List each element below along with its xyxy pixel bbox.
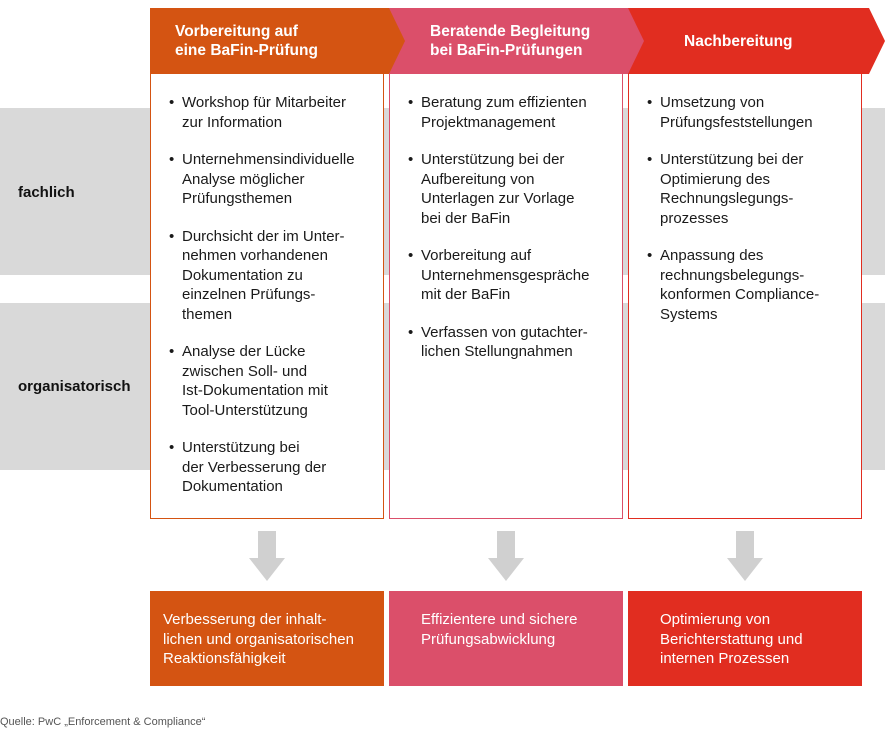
list-item-text: Workshop für Mitarbeiter zur Information (182, 94, 346, 131)
list-item-text: Vorbereitung auf Unternehmensgespräche m… (421, 247, 590, 303)
bullet-icon: • (169, 94, 175, 111)
result-text: Effizientere und sichere Prüfungsabwickl… (421, 611, 578, 648)
bullet-icon: • (169, 227, 175, 245)
list-item-text: Analyse der Lücke zwischen Soll- und Ist… (182, 343, 328, 419)
item-list: • Beratung zum effizienten Projektmanagem… (408, 93, 614, 380)
bullet-icon: • (169, 151, 175, 168)
arrow-down-icon (488, 531, 524, 581)
list-item: • Unterstützung bei der Verbesserung der … (169, 438, 375, 497)
bullet-icon: • (647, 94, 653, 111)
phase-title: Beratende Begleitung bei BaFin-Prüfungen (430, 23, 591, 59)
list-item-text: Unterstützung bei der Verbesserung der D… (182, 439, 327, 495)
bullet-icon: • (408, 323, 414, 341)
result-text: Verbesserung der inhalt- lichen und orga… (163, 611, 354, 667)
list-item: • Anpassung des rechnungsbelegungs- konfo… (647, 246, 853, 324)
list-item: • Beratung zum effizienten Projektmanagem… (408, 93, 614, 132)
chevron-shape (628, 8, 885, 74)
bullet-icon: • (169, 439, 175, 456)
list-item: • Verfassen von gutachter- lichen Stellun… (408, 323, 614, 362)
list-item-text: Anpassung des rechnungsbelegungs- konfor… (660, 247, 820, 323)
item-list: • Workshop für Mitarbeiter zur Informatio… (169, 93, 375, 515)
phase-header-nachbereitung: Nachbereitung (628, 8, 885, 74)
phase-card-begleitung: • Beratung zum effizienten Projektmanagem… (389, 73, 623, 519)
result-box-nachbereitung: Optimierung von Berichterstattung und in… (628, 591, 862, 686)
arrow-down-icon (727, 531, 763, 581)
list-item-text: Umsetzung von Prüfungsfeststellungen (660, 94, 813, 131)
list-item: • Vorbereitung auf Unternehmensgespräche … (408, 246, 614, 305)
bullet-icon: • (647, 151, 653, 168)
phase-header-begleitung: Beratende Begleitung bei BaFin-Prüfungen (389, 8, 647, 74)
source-note: Quelle: PwC „Enforcement & Compliance“ (0, 716, 206, 728)
list-item: • Umsetzung von Prüfungsfeststellungen (647, 93, 853, 132)
phase-header-vorbereitung: Vorbereitung auf eine BaFin-Prüfung (150, 8, 408, 74)
bullet-icon: • (647, 247, 653, 264)
bullet-icon: • (408, 94, 414, 111)
phase-card-vorbereitung: • Workshop für Mitarbeiter zur Informatio… (150, 73, 384, 519)
bullet-icon: • (408, 151, 414, 168)
bullet-icon: • (408, 247, 414, 264)
list-item: • Workshop für Mitarbeiter zur Informatio… (169, 93, 375, 132)
list-item-text: Unternehmensindividuelle Analyse möglich… (182, 151, 355, 207)
chevron-shape (389, 8, 647, 74)
list-item: • Unternehmensindividuelle Analyse möglic… (169, 150, 375, 209)
row-label-fachlich: fachlich (18, 184, 75, 201)
row-label-organisatorisch: organisatorisch (18, 378, 131, 395)
phase-title: Vorbereitung auf eine BaFin-Prüfung (175, 23, 318, 59)
chevron-shape (150, 8, 408, 74)
list-item: • Analyse der Lücke zwischen Soll- und Is… (169, 342, 375, 420)
result-box-vorbereitung: Verbesserung der inhalt- lichen und orga… (150, 591, 384, 686)
result-text: Optimierung von Berichterstattung und in… (660, 611, 803, 667)
list-item: • Durchsicht der im Unter- nehmen vorhand… (169, 227, 375, 325)
arrow-down-icon (249, 531, 285, 581)
list-item-text: Unterstützung bei der Optimierung des Re… (660, 151, 804, 227)
result-box-begleitung: Effizientere und sichere Prüfungsabwickl… (389, 591, 623, 686)
list-item-text: Beratung zum effizienten Projektmanageme… (421, 94, 587, 131)
list-item-text: Verfassen von gutachter- lichen Stellung… (421, 323, 588, 361)
list-item-text: Unterstützung bei der Aufbereitung von U… (421, 151, 575, 227)
list-item-text: Durchsicht der im Unter- nehmen vorhande… (182, 227, 345, 323)
bullet-icon: • (169, 343, 175, 360)
item-list: • Umsetzung von Prüfungsfeststellungen • U… (647, 93, 853, 342)
list-item: • Unterstützung bei der Aufbereitung von … (408, 150, 614, 228)
phase-title: Nachbereitung (684, 32, 793, 50)
phase-card-nachbereitung: • Umsetzung von Prüfungsfeststellungen • U… (628, 73, 862, 519)
list-item: • Unterstützung bei der Optimierung des R… (647, 150, 853, 228)
